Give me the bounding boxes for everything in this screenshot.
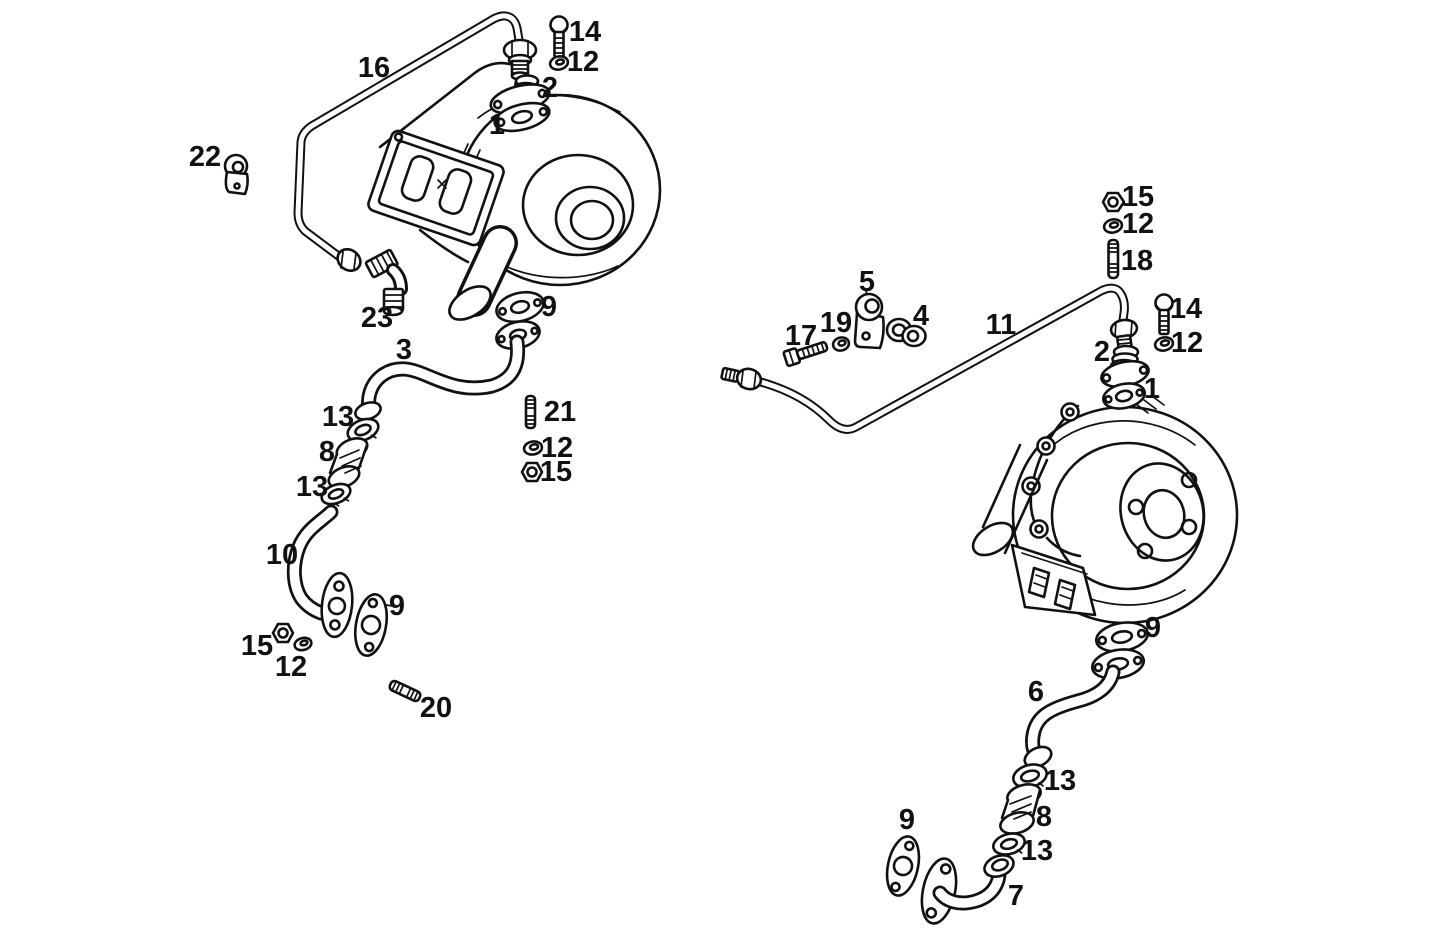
gasket xyxy=(493,101,551,133)
assembly-right xyxy=(720,191,1239,925)
callout-left-13: 13 xyxy=(322,401,354,433)
pipe-clip xyxy=(223,153,249,196)
callout-left-2: 2 xyxy=(542,72,558,104)
callout-left-12: 12 xyxy=(541,432,573,464)
callout-right-9: 9 xyxy=(899,804,915,836)
washer xyxy=(1102,218,1124,234)
oil-return-pipe xyxy=(286,504,354,639)
callout-left-9: 9 xyxy=(541,291,557,323)
callout-left-12: 12 xyxy=(275,651,307,683)
oil-feed-pipe xyxy=(293,11,525,272)
stud xyxy=(388,679,422,703)
nut xyxy=(1101,191,1126,213)
gasket xyxy=(495,290,545,324)
hose-clamp xyxy=(320,482,352,508)
washer xyxy=(522,440,544,456)
elbow-union xyxy=(364,248,408,317)
callout-left-1: 1 xyxy=(489,109,505,141)
callout-right-8: 8 xyxy=(1036,801,1052,833)
bolt xyxy=(782,341,829,368)
callout-right-6: 6 xyxy=(1028,676,1044,708)
callout-right-5: 5 xyxy=(859,266,875,298)
nut xyxy=(520,461,544,483)
stud xyxy=(524,394,537,430)
gasket xyxy=(353,593,389,657)
callout-left-23: 23 xyxy=(361,302,393,334)
callout-left-16: 16 xyxy=(358,52,390,84)
turbocharger xyxy=(367,61,662,321)
callout-right-12: 12 xyxy=(1122,208,1154,240)
callout-left-13: 13 xyxy=(296,471,328,503)
callout-left-20: 20 xyxy=(420,692,452,724)
callout-right-13: 13 xyxy=(1021,835,1053,867)
hose xyxy=(999,783,1042,835)
stud xyxy=(1107,238,1120,280)
callout-left-12: 12 xyxy=(567,46,599,78)
pipe-union-fitting xyxy=(502,38,538,81)
gasket xyxy=(1094,621,1150,653)
callout-right-1: 1 xyxy=(1144,373,1160,405)
hose-clamp xyxy=(992,832,1026,859)
oil-feed-pipe xyxy=(720,283,1129,434)
bolt xyxy=(1154,293,1174,336)
flanged-adapter xyxy=(1100,344,1150,389)
callout-left-3: 3 xyxy=(396,334,412,366)
drain-elbow xyxy=(920,853,1015,925)
bracket-clip xyxy=(853,290,885,350)
callout-right-11: 11 xyxy=(986,309,1017,341)
callout-right-9: 9 xyxy=(1145,612,1161,644)
callout-left-15: 15 xyxy=(241,630,273,662)
oil-drain-pipe xyxy=(354,334,526,421)
callout-right-12: 12 xyxy=(1171,327,1203,359)
hose xyxy=(327,437,369,489)
turbocharger xyxy=(971,402,1239,625)
banjo-fitting xyxy=(885,317,927,348)
assembly-left xyxy=(223,11,662,703)
nut xyxy=(271,622,295,644)
bolt xyxy=(549,15,569,60)
washer xyxy=(293,636,313,652)
callout-left-14: 14 xyxy=(569,16,601,48)
washer xyxy=(1153,336,1175,352)
callout-left-10: 10 xyxy=(266,539,298,571)
callout-left-9: 9 xyxy=(389,590,405,622)
callout-left-22: 22 xyxy=(189,141,221,173)
callout-right-17: 17 xyxy=(785,320,817,352)
callout-right-4: 4 xyxy=(913,300,929,332)
washer xyxy=(548,55,570,71)
gasket xyxy=(885,835,921,897)
callout-right-7: 7 xyxy=(1008,880,1024,912)
oil-drain-pipe xyxy=(1023,664,1121,769)
callout-left-8: 8 xyxy=(319,436,335,468)
hose-clamp xyxy=(1012,763,1048,792)
callout-right-15: 15 xyxy=(1122,181,1154,213)
callout-right-2: 2 xyxy=(1094,336,1110,368)
washer xyxy=(831,336,851,352)
callout-right-18: 18 xyxy=(1121,245,1153,277)
callout-right-13: 13 xyxy=(1044,765,1076,797)
gasket xyxy=(1102,382,1146,410)
callout-left-21: 21 xyxy=(544,396,576,428)
callout-right-19: 19 xyxy=(820,307,852,339)
callout-left-15: 15 xyxy=(540,456,572,488)
callout-right-14: 14 xyxy=(1170,293,1202,325)
